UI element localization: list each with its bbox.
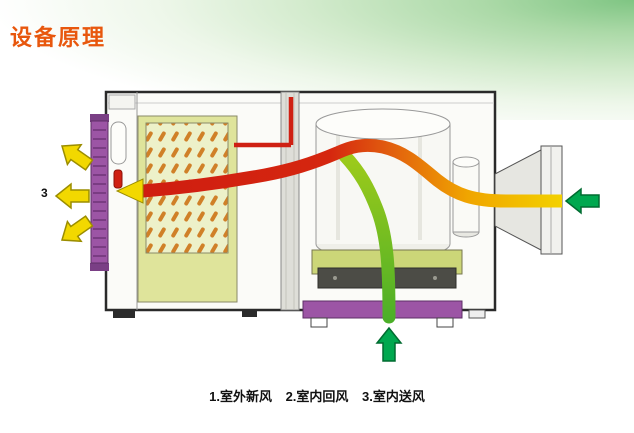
bolt (333, 276, 337, 280)
foot (436, 317, 454, 328)
legend-item-fresh-air: 1.室外新风 (209, 389, 272, 404)
return-air-flow (338, 149, 396, 324)
supply-air-arrow-up-icon (54, 135, 97, 176)
fan-drum-top (315, 108, 451, 140)
supply-flow-arrowhead-icon (115, 178, 144, 204)
filter-cylinder (110, 121, 127, 165)
supply-louver (90, 114, 109, 271)
foot (113, 310, 135, 318)
fresh-air-arrow-icon (565, 188, 600, 214)
refrigerant-pipe (234, 97, 294, 148)
louver-cap (90, 263, 109, 271)
legend-item-supply-air: 3.室内送风 (362, 389, 425, 404)
legend-item-return-air: 2.室内回风 (285, 389, 349, 404)
foot (242, 310, 257, 317)
sight-glass (113, 169, 123, 189)
motor-top (452, 156, 480, 168)
supply-louver-panel (90, 120, 109, 264)
return-air-arrow-icon (376, 327, 402, 362)
legend-caption: 1.室外新风 2.室内回风 3.室内送风 (0, 386, 634, 405)
supply-air-arrow-down-icon (54, 210, 97, 251)
mid-divider (234, 91, 300, 311)
foot (310, 317, 328, 328)
louver-slats (93, 129, 106, 257)
louver-cap (90, 114, 109, 122)
supply-air-arrow-left-icon (55, 183, 90, 209)
fresh-air-flow (142, 138, 562, 208)
electrical-box (108, 94, 136, 110)
page-title: 设备原理 (10, 25, 107, 50)
bolt (433, 276, 437, 280)
supply-air-arrows (54, 135, 97, 251)
foot (468, 309, 486, 319)
supply-air-label: 3 (41, 186, 48, 200)
